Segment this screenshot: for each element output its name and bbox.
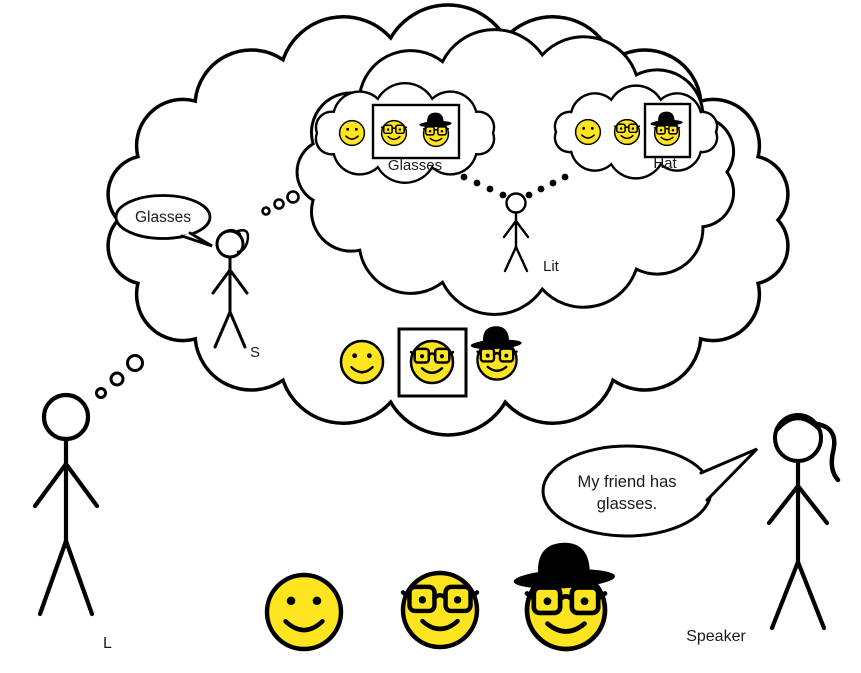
referent-glasses-face xyxy=(409,339,455,385)
referent-glasses-face xyxy=(380,119,408,147)
label-l: L xyxy=(103,635,112,652)
speaker-utterance-line2: glasses. xyxy=(597,495,658,513)
referent-hat-glasses-face xyxy=(512,540,616,649)
referent-plain-face xyxy=(339,339,385,385)
thought-dots-lit-right xyxy=(525,173,569,199)
referent-glasses-face xyxy=(403,573,477,647)
thought-dots-s xyxy=(261,190,300,216)
referent-plain-face xyxy=(267,575,341,649)
referent-glasses-face xyxy=(613,118,641,146)
ponytail xyxy=(236,229,250,254)
label-hat-world: Hat xyxy=(653,155,677,172)
hat-world-contents: Hat xyxy=(574,102,692,172)
selection-box-glasses-world xyxy=(371,103,461,160)
speech-bubble-speaker: My friend has glasses. xyxy=(541,444,759,538)
stick-figure-l xyxy=(32,392,100,617)
stick-figure-lit xyxy=(502,192,530,273)
speech-bubble-tail xyxy=(180,231,213,248)
stick-figure-speaker xyxy=(766,413,841,631)
hair xyxy=(217,228,242,239)
thought-dots-lit-left xyxy=(460,173,507,199)
selection-box-hat-world xyxy=(643,102,692,159)
referent-plain-face xyxy=(574,118,602,146)
label-s: S xyxy=(250,344,260,361)
label-speaker: Speaker xyxy=(686,628,746,645)
ponytail xyxy=(814,421,841,483)
outer-cloud-referents xyxy=(339,323,524,398)
stick-figure-s xyxy=(211,228,250,349)
bottom-referents xyxy=(267,540,615,649)
selection-box-glasses-referent xyxy=(397,327,468,398)
glasses-world-contents: Glasses xyxy=(338,103,461,174)
thought-dots-l xyxy=(95,354,144,399)
speech-bubble-tail xyxy=(699,447,759,502)
label-glasses-world: Glasses xyxy=(388,157,442,174)
speaker-utterance-line1: My friend has xyxy=(577,473,676,491)
referent-plain-face xyxy=(338,119,366,147)
hair xyxy=(775,416,821,432)
s-utterance-text: Glasses xyxy=(135,209,191,226)
speech-bubble-s: Glasses xyxy=(114,194,213,248)
label-lit: Lit xyxy=(543,258,560,275)
